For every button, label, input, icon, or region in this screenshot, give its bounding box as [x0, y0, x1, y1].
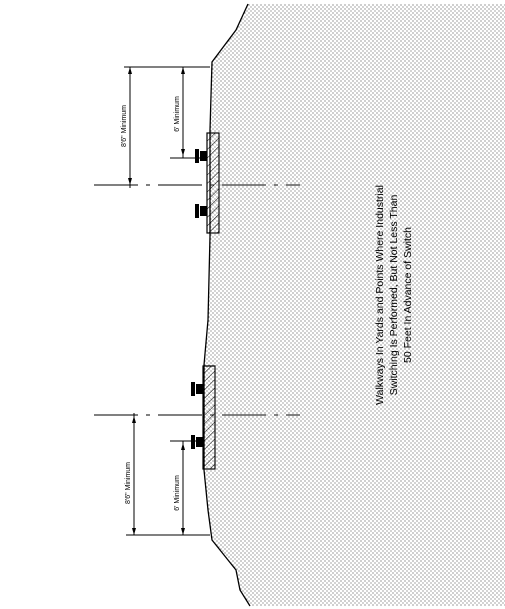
upper-walkway-clearance-label: 6' Minimum [174, 96, 181, 132]
upper-rail-2 [195, 204, 207, 218]
lower-tie [202, 365, 216, 470]
caption: Walkways In Yards and Points Where Indus… [374, 185, 414, 405]
caption-line-2: Switching Is Performed, But Not Less Tha… [388, 195, 400, 396]
lower-rail-2 [191, 435, 203, 449]
caption-line-3: 50 Feet In Advance of Switch [402, 227, 414, 363]
embankment-outline [203, 3, 251, 607]
lower-walkway-clearance-label: 6' Minimum [174, 475, 181, 511]
lower-overall-clearance-label: 8'6" Minimum [125, 462, 132, 504]
caption-line-1: Walkways In Yards and Points Where Indus… [374, 185, 386, 405]
upper-tie [206, 132, 220, 234]
lower-rail-1 [191, 382, 203, 396]
upper-track-section: 8'6" Minimum 6' Minimum [94, 66, 300, 234]
ballast-embankment [204, 4, 505, 606]
lower-track-section: 8'6" Minimum 6' Minimum [94, 365, 300, 536]
upper-overall-clearance-label: 8'6" Minimum [121, 105, 128, 147]
upper-rail-1 [195, 149, 207, 163]
